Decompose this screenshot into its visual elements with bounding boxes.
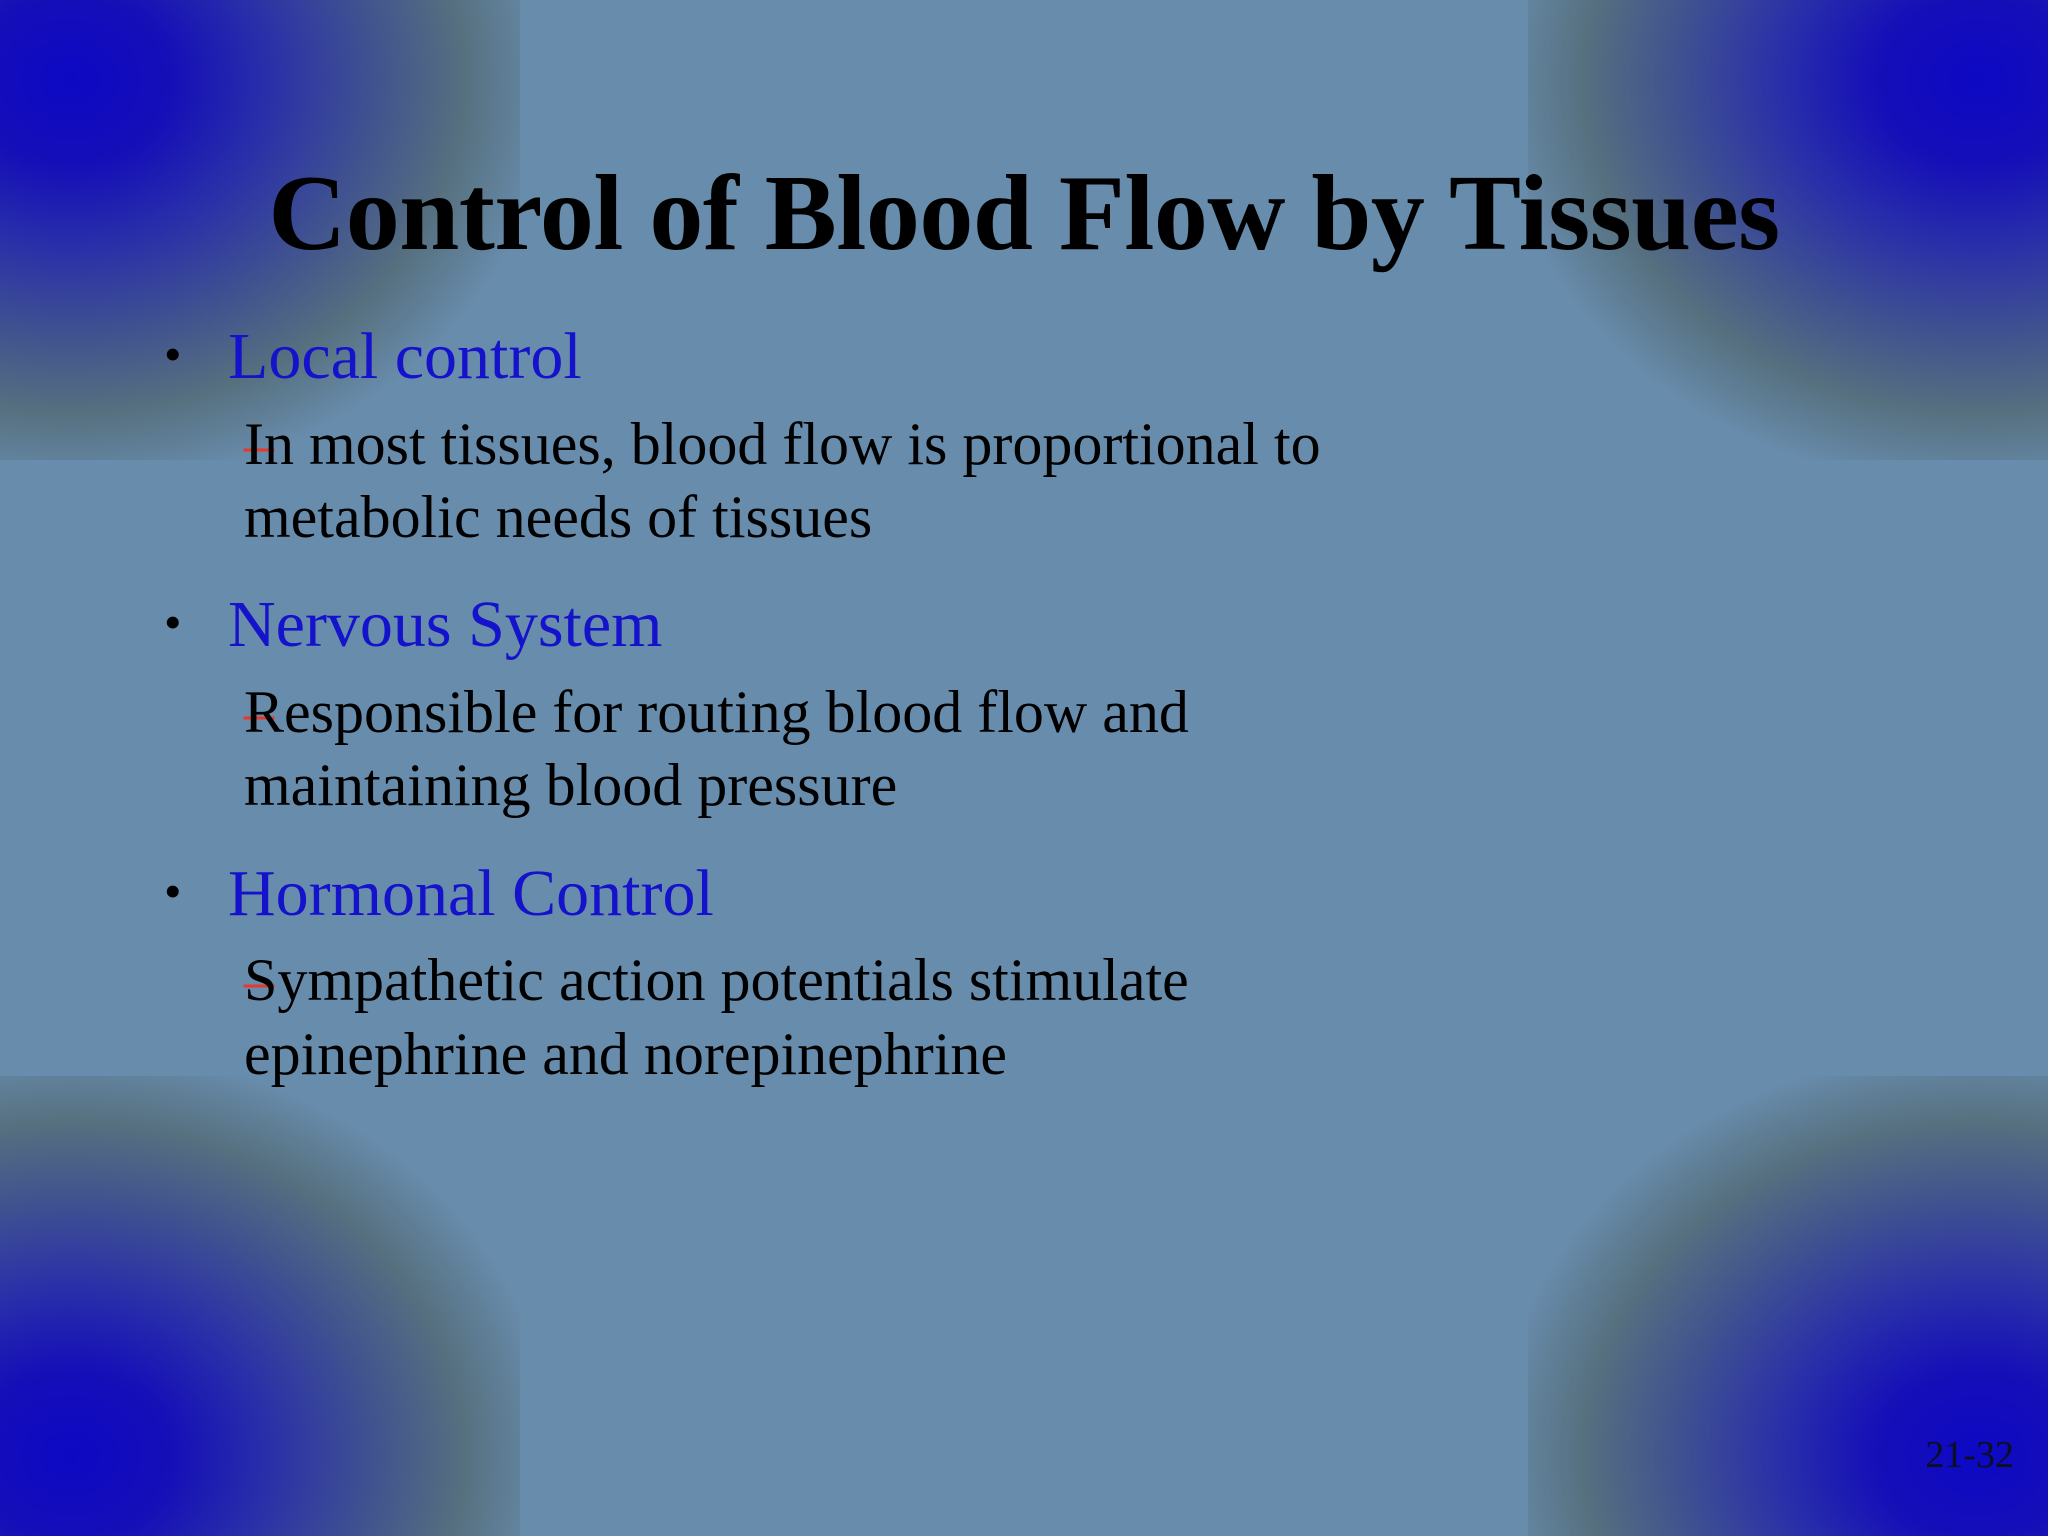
bullet-level2-local-control: – In most tissues, blood flow is proport… (150, 408, 1940, 554)
bullet-level1-nervous-system: • Nervous System (150, 588, 1940, 662)
bullet-dash-icon: – (244, 947, 274, 1014)
slide-body: • Local control – In most tissues, blood… (150, 320, 1940, 1125)
bullet-group: • Local control – In most tissues, blood… (150, 320, 1940, 554)
bullet-level1-local-control: • Local control (150, 320, 1940, 394)
bullet-group: • Hormonal Control – Sympathetic action … (150, 857, 1940, 1091)
bullet-group: • Nervous System – Responsible for routi… (150, 588, 1940, 822)
bullet-level2-label: Sympathetic action potentials stimulate … (244, 947, 1189, 1087)
bullet-dot-icon: • (164, 594, 182, 651)
slide-title: Control of Blood Flow by Tissues (268, 154, 1780, 274)
bullet-level2-label: In most tissues, blood flow is proportio… (244, 410, 1321, 551)
bullet-dash-icon: – (244, 679, 274, 746)
bullet-level1-label: Nervous System (228, 588, 663, 662)
bullet-dash-icon: – (244, 410, 274, 477)
page-number: 21-32 (1925, 1434, 2014, 1476)
bullet-level1-hormonal-control: • Hormonal Control (150, 857, 1940, 931)
corner-glow-bottom-left (0, 1076, 520, 1536)
bullet-level1-label: Local control (228, 320, 582, 393)
bullet-level2-hormonal-control: – Sympathetic action potentials stimulat… (150, 944, 1940, 1090)
bullet-level1-label: Hormonal Control (228, 856, 714, 930)
bullet-level2-nervous-system: – Responsible for routing blood flow and… (150, 676, 1940, 822)
bullet-dot-icon: • (164, 862, 182, 919)
bullet-level2-label: Responsible for routing blood flow and m… (244, 679, 1189, 819)
bullet-dot-icon: • (164, 326, 182, 382)
